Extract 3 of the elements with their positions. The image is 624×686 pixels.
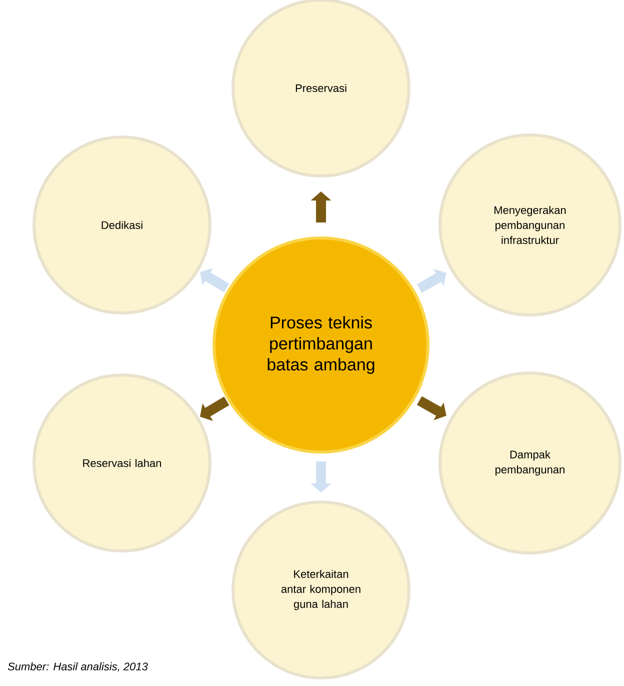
block-arrow [416,268,446,293]
block-arrow [200,396,230,421]
caption: Sumber: Hasil analisis, 2013 [8,662,148,672]
